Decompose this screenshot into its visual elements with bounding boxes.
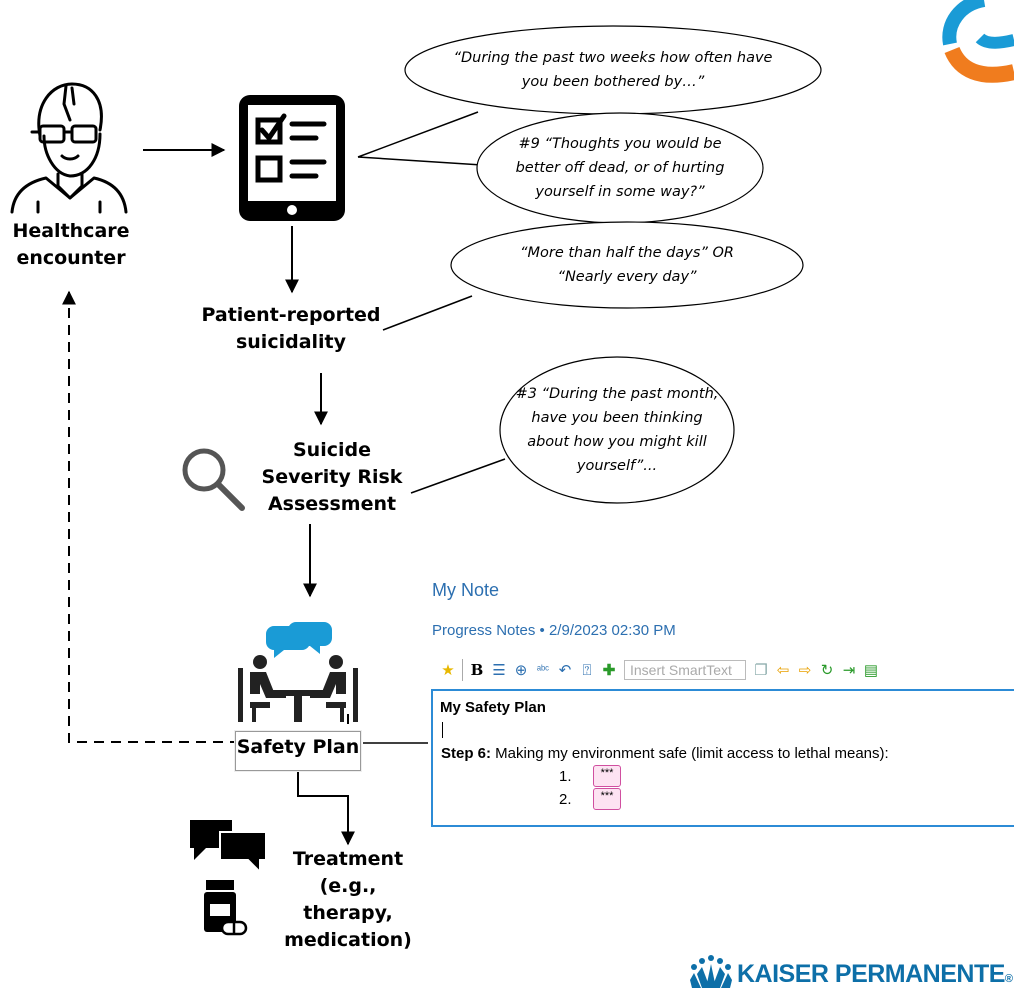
- help-icon[interactable]: ⍰: [582, 661, 592, 679]
- node-safety-plan: Safety Plan: [235, 731, 361, 771]
- medication-icon: [204, 880, 248, 936]
- node-patient-reported-suicidality: Patient-reported suicidality: [201, 304, 381, 353]
- callout-phq-item9: #9 “Thoughts you would be better off dea…: [515, 136, 725, 200]
- star-icon[interactable]: ★: [441, 662, 455, 679]
- callout-response-shape: [450, 221, 804, 309]
- note-toolbar: ★ B ☰ ⊕ ᵃᵇᶜ ↶ ⍰ ✚ Insert SmartText ❐ ⇦ ⇨…: [437, 656, 882, 684]
- note-subtitle: Progress Notes • 2/9/2023 02:30 PM: [432, 622, 676, 639]
- survey-tablet-icon: [239, 95, 345, 221]
- spellcheck-icon[interactable]: ᵃᵇᶜ: [536, 664, 550, 676]
- zoom-icon[interactable]: ⊕: [514, 662, 528, 679]
- toolbar-divider: [462, 659, 463, 681]
- bold-icon[interactable]: B: [470, 661, 484, 679]
- feedback-loop-dashed: [62, 290, 349, 743]
- copy-icon[interactable]: ❐: [754, 662, 768, 679]
- list-number-2: 2.: [559, 791, 572, 808]
- list-number-1: 1.: [559, 768, 572, 785]
- smartlist-placeholder-1[interactable]: ***: [593, 765, 621, 787]
- kaiser-permanente-wordmark: KAISER PERMANENTE®: [737, 960, 1013, 988]
- chat-bubbles-icon: [190, 820, 267, 874]
- magnifier-icon: [182, 448, 245, 511]
- step-label: Step 6:: [441, 745, 492, 762]
- meeting-icon: [238, 622, 358, 722]
- callout-cssrs-item3: #3 “During the past month, have you been…: [515, 386, 719, 474]
- callout-cssrs-shape: [499, 356, 735, 504]
- document-icon[interactable]: ▤: [863, 662, 879, 679]
- refresh-icon[interactable]: ↻: [820, 662, 834, 679]
- import-icon[interactable]: ⇥: [842, 662, 856, 679]
- arrow-right-icon[interactable]: ⇨: [798, 662, 812, 679]
- arrow-left-icon[interactable]: ⇦: [776, 662, 790, 679]
- text-cursor: [442, 722, 443, 738]
- add-icon[interactable]: ✚: [602, 662, 616, 679]
- callout-phq-intro: “During the past two weeks how often hav…: [453, 50, 773, 90]
- smarttext-input[interactable]: Insert SmartText: [624, 660, 746, 680]
- healthcare-worker-icon: [10, 82, 128, 214]
- list-icon[interactable]: ☰: [492, 662, 506, 679]
- kaiser-permanente-logo-icon: [690, 955, 732, 988]
- step-6-line: Step 6: Making my environment safe (limi…: [441, 745, 889, 762]
- node-healthcare-encounter: Healthcare encounter: [12, 220, 130, 269]
- note-title: My Note: [432, 580, 500, 600]
- note-editor[interactable]: [431, 689, 1014, 827]
- smartlist-placeholder-2[interactable]: ***: [593, 788, 621, 810]
- partner-logo-icon: [942, 0, 1014, 83]
- callout-response: “More than half the days” OR “Nearly eve…: [519, 245, 734, 285]
- node-suicide-severity-risk-assessment: Suicide Severity Risk Assessment: [261, 439, 403, 515]
- arrow-safety-to-treatment: [297, 772, 355, 846]
- step-text: Making my environment safe (limit access…: [491, 745, 889, 762]
- node-treatment: Treatment (e.g., therapy, medication): [284, 848, 412, 951]
- safety-plan-heading: My Safety Plan: [440, 699, 546, 716]
- undo-icon[interactable]: ↶: [558, 662, 572, 679]
